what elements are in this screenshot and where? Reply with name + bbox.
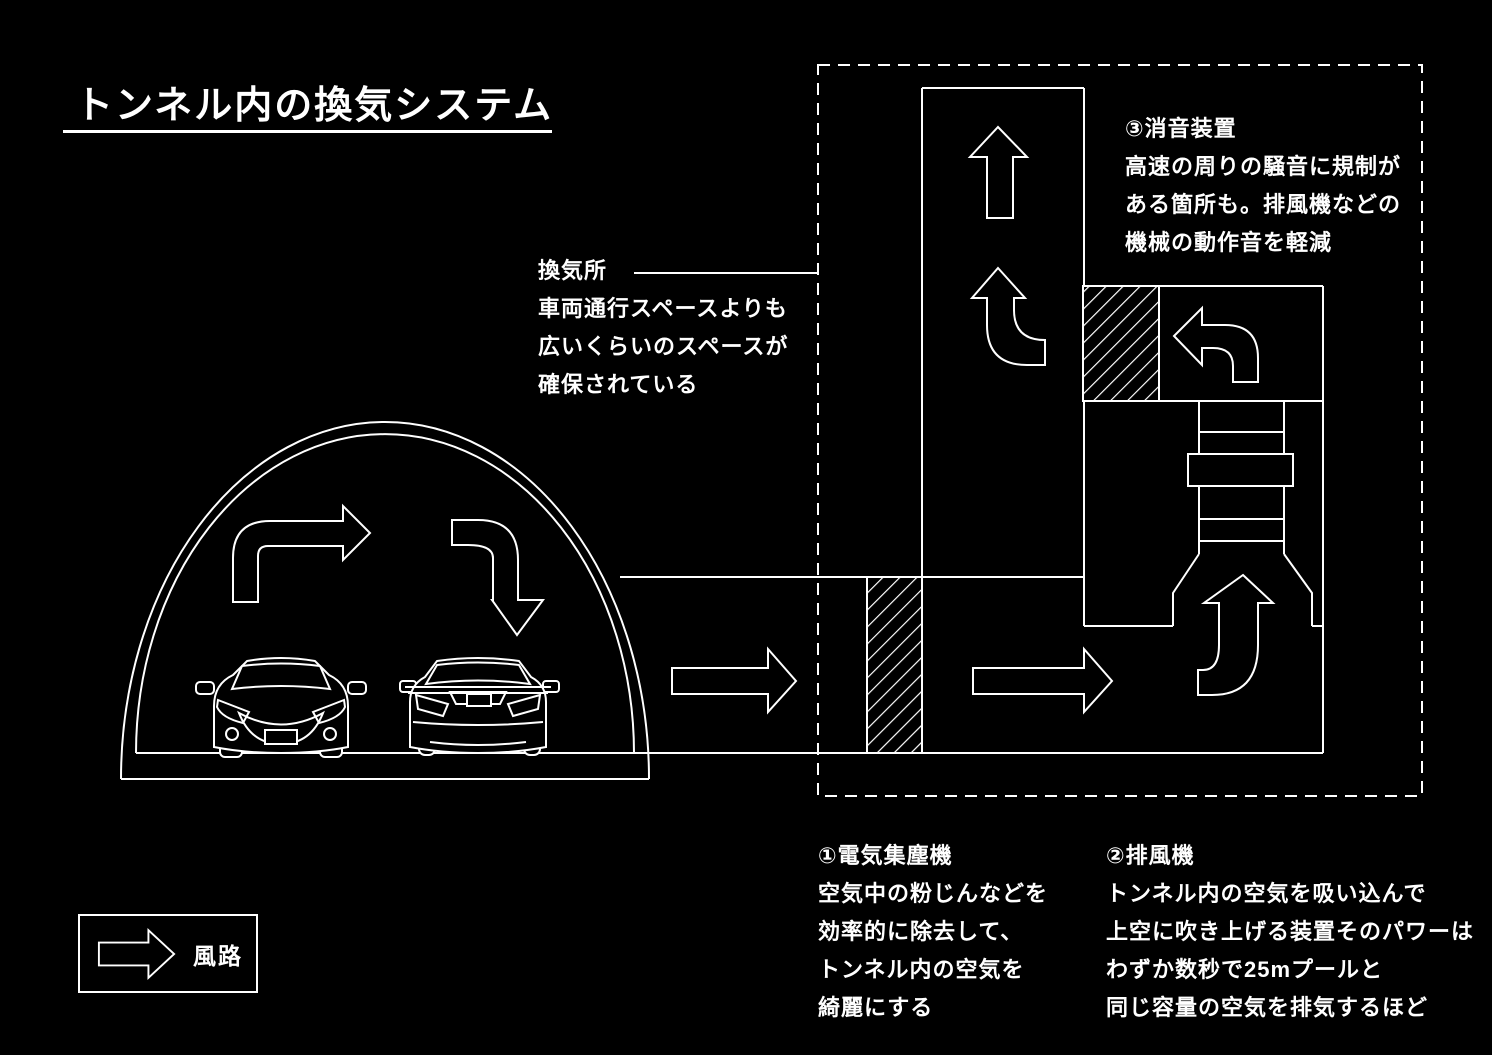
callout-line: 効率的に除去して、 — [818, 919, 1024, 944]
callout-vent-station: 換気所 車両通行スペースよりも 広いくらいのスペースが 確保されている — [538, 252, 788, 404]
flow-arrow-silencer-left-icon — [1172, 305, 1259, 383]
vent-station-dashed-boundary — [817, 64, 1423, 797]
callout-line: 同じ容量の空気を排気するほど — [1106, 995, 1429, 1020]
car-front — [195, 657, 367, 758]
callout-line: 車両通行スペースよりも — [538, 296, 788, 321]
callout-line: 上空に吹き上げる装置そのパワーは — [1106, 919, 1475, 944]
fan-plenum-box — [1084, 286, 1324, 753]
callout-line: トンネル内の空気を — [818, 957, 1025, 982]
callout-line: 高速の周りの騒音に規制が — [1125, 154, 1402, 179]
callout-silencer: ③消音装置 高速の周りの騒音に規制が ある箇所も。排風機などの 機械の動作音を軽… — [1125, 110, 1401, 262]
callout-line: 空気中の粉じんなどを — [818, 881, 1049, 906]
flow-arrow-tunnel-down-icon — [451, 519, 545, 637]
callout-line: 確保されている — [538, 372, 699, 397]
callout-dust-collector: ①電気集塵機 空気中の粉じんなどを 効率的に除去して、 トンネル内の空気を 綺麗… — [818, 837, 1048, 1027]
dust-collector-hatch-block — [866, 576, 923, 754]
callout-line: 機械の動作音を軽減 — [1125, 230, 1333, 255]
callout-line: 換気所 — [538, 258, 608, 283]
flow-arrow-fan-inlet-icon — [1197, 573, 1276, 696]
flow-arrow-shaft-curve-icon — [969, 266, 1046, 366]
title-underline — [63, 130, 552, 133]
callout-line: ①電気集塵機 — [818, 843, 953, 868]
exhaust-fan-stack — [1172, 401, 1313, 626]
airflow-legend: 風路 — [78, 914, 258, 993]
flow-arrow-tunnel-right-icon — [232, 503, 372, 603]
flow-arrow-duct-1-icon — [671, 646, 798, 715]
flow-arrow-duct-2-icon — [972, 646, 1114, 715]
callout-line: ③消音装置 — [1125, 116, 1237, 141]
callout-line: わずか数秒で25mプールと — [1106, 957, 1384, 982]
callout-line: ②排風機 — [1106, 843, 1195, 868]
silencer-hatch-block — [1082, 285, 1160, 402]
page-title: トンネル内の換気システム — [75, 85, 554, 127]
callout-line: ある箇所も。排風機などの — [1125, 192, 1402, 217]
airflow-right-arrow-icon — [97, 927, 176, 980]
callout-exhaust-fan: ②排風機 トンネル内の空気を吸い込んで 上空に吹き上げる装置そのパワーは わずか… — [1106, 837, 1474, 1027]
callout-line: 広いくらいのスペースが — [538, 334, 789, 359]
car-rear — [399, 657, 560, 756]
flow-arrow-shaft-up-icon — [967, 125, 1030, 219]
tunnel-outline — [120, 421, 650, 780]
callout-line: トンネル内の空気を吸い込んで — [1106, 881, 1427, 906]
legend-label: 風路 — [193, 942, 243, 969]
callout-line: 綺麗にする — [818, 995, 934, 1020]
